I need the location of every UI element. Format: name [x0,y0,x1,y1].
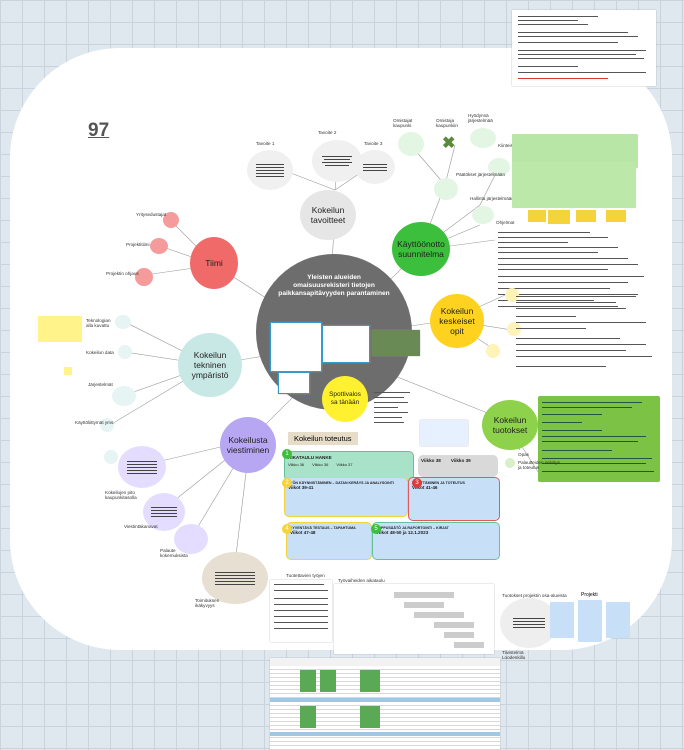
tilanne-label: Työvaiheiden aikataulu [338,578,385,583]
kayttoonotto-label-7: Ohjelmat [496,220,515,225]
toteutus-title: Kokeilun toteutus [288,432,358,445]
green-note-2[interactable] [512,162,636,208]
sticky-note-small[interactable] [64,367,72,375]
screenshot-3[interactable] [372,330,420,356]
tavoite-2-label: Tavoite 2 [318,130,337,135]
viestiminen-label-3: Palaute kokemuksista [160,548,188,558]
ymparisto-bubble-4[interactable] [100,418,114,432]
toteutus-card-2[interactable]: Viikko 38 Viikko 39 [418,455,498,477]
badge-4: 4 [282,524,292,534]
tavoite-1-label: Tavoite 1 [256,141,275,146]
tuotokset-osa-label: Tuotokset projektin osa-alueista [502,593,567,598]
viestiminen-bubble-4[interactable] [202,552,268,604]
tavoitteet-node[interactable]: Kokeilun tavoitteet [300,190,356,240]
viestiminen-node[interactable]: Kokeilusta viestiminen [220,417,276,473]
projekti-card-2[interactable] [578,600,602,642]
viestiminen-bubble-2[interactable] [143,493,185,531]
tiimi-label-2: Projektitiimi [126,242,150,247]
tavoite-2-bubble[interactable] [312,140,362,182]
badge-2: 2 [282,478,292,488]
yellow-note-2[interactable] [548,210,570,224]
opit-node[interactable]: Kokeilun keskeiset opit [430,294,484,348]
badge-5: 5 [371,524,381,534]
schedule-gantt[interactable] [334,584,494,654]
yellow-note-4[interactable] [606,210,626,222]
kayttoonotto-label-5: Päätökset järjestelmään [456,172,506,177]
screenshot-2[interactable] [322,325,370,363]
kayttoonotto-bubble-4[interactable] [434,178,458,200]
toteutus-card-5[interactable]: SYVENTÄVÄ TESTAUS – TAPAHTUMA Viikot 47-… [286,522,372,560]
tiimi-bubble-1[interactable] [163,212,179,228]
viestiminen-bubble-3[interactable] [174,524,208,554]
kayttoonotto-label-1: Omistajat kaupunki [393,118,413,128]
opit-text [516,296,656,376]
toteutus-card-6[interactable]: LOPPUSÄÄTÖ JA RAPORTOINTI – KIRJAT Viiko… [372,522,500,560]
screenshot-1[interactable] [270,322,322,372]
viestiminen-bubble-1[interactable] [118,446,166,488]
document-thumbnail[interactable] [512,10,656,86]
kayttoonotto-bubble-2[interactable] [470,128,496,148]
tiimi-label-1: Yritysedustajat [136,212,167,217]
toteutus-card-1[interactable]: AIKATAULU HANKE Viikko 36 Viikko 36 Viik… [284,451,414,481]
ymparisto-bubble-5[interactable] [104,450,118,464]
badge-3: 3 [412,478,422,488]
ymparisto-label-2: Kokeilun data [86,350,114,355]
ymparisto-bubble-1[interactable] [115,315,131,329]
tuotokset-card[interactable] [538,396,660,482]
tuotokset-node[interactable]: Kokeilun tuotokset [482,400,538,450]
projekti-card-3[interactable] [606,602,630,638]
kayttoonotto-bubble-1[interactable] [398,132,424,156]
ymparisto-label-3: Järjestelmät [88,382,113,387]
opit-bubble-3[interactable] [486,344,500,358]
yellow-note-3[interactable] [576,210,596,222]
tiivistelma-label: Tiivistelmä Loodenkillu [502,650,526,660]
tiimi-node[interactable]: Tiimi [190,237,238,289]
tiimi-bubble-3[interactable] [135,268,153,286]
tuotettu-label: Tuotettavien työjen [286,573,325,578]
tuotokset-bubble-1[interactable] [505,458,515,468]
tavoite-1-bubble[interactable] [247,150,293,190]
toteutus-card-4[interactable]: KEHITTÄMINEN JA TOTEUTUS Viikot 41-46 [408,477,500,521]
viestiminen-label-2: Viestintäkanavat [124,524,158,529]
viestiminen-label-4: Toimituksen ikäkyvyys [195,598,220,608]
spreadsheet[interactable] [270,658,500,750]
tiimi-label-3: Projektin ohjaus [106,271,139,276]
opit-bubble-1[interactable] [505,288,519,302]
ymparisto-node[interactable]: Kokeilun tekninen ympäristö [178,333,242,397]
ymparisto-label-4: Käyttöliittymät yms. [75,420,115,425]
board-number: 97 [88,120,110,141]
tuotokset-label-2: Palautteiden selvitys ja toteutus [518,460,560,470]
tiimi-bubble-2[interactable] [150,238,168,254]
spotti-text [374,392,414,432]
tuotokset-label-1: Opas [518,452,529,457]
kayttoonotto-label-2: Omistaja kaupunkiin [436,118,458,128]
work-table-doc[interactable] [270,580,332,642]
toteutus-card-3[interactable]: TYÖN KÄYNNISTÄMINEN – DATAN KERÄYS JA AN… [284,477,408,517]
yellow-note-1[interactable] [528,210,546,222]
kayttoonotto-label-6: Hallinta järjestelmään [470,196,514,201]
kayttoonotto-text [498,228,648,348]
screenshot-4[interactable] [278,372,310,394]
projekti-card-1[interactable] [550,602,574,638]
opit-bubble-2[interactable] [507,322,521,336]
sticky-note[interactable] [38,316,82,342]
tavoite-3-label: Tavoite 3 [364,141,383,146]
kayttoonotto-node[interactable]: Käyttöönotto suunnitelma [392,222,450,276]
projekti-label: Projekti [581,592,598,598]
ymparisto-bubble-2[interactable] [118,345,132,359]
spotti-node[interactable]: Spottivalos sa tänään [322,376,368,422]
viestiminen-label-1: Kokeilujen pito kaupunkitasolla [105,490,137,500]
x-mark-icon: ✖ [442,135,456,152]
ymparisto-bubble-3[interactable] [112,386,136,406]
ymparisto-label-1: Teknologian alla kuvattu [86,318,111,328]
tavoite-3-bubble[interactable] [355,150,395,184]
kayttoonotto-bubble-3[interactable] [488,158,510,176]
tuotokset-osa-bubble[interactable] [500,598,558,648]
kayttoonotto-bubble-5[interactable] [472,206,494,224]
badge-1: 1 [282,449,292,459]
kayttoonotto-label-3: Hyödynnä järjestelmää [468,113,493,123]
logo-card[interactable] [420,420,468,446]
center-title: Yleisten alueiden omaisuusrekisteri tiet… [278,274,390,297]
